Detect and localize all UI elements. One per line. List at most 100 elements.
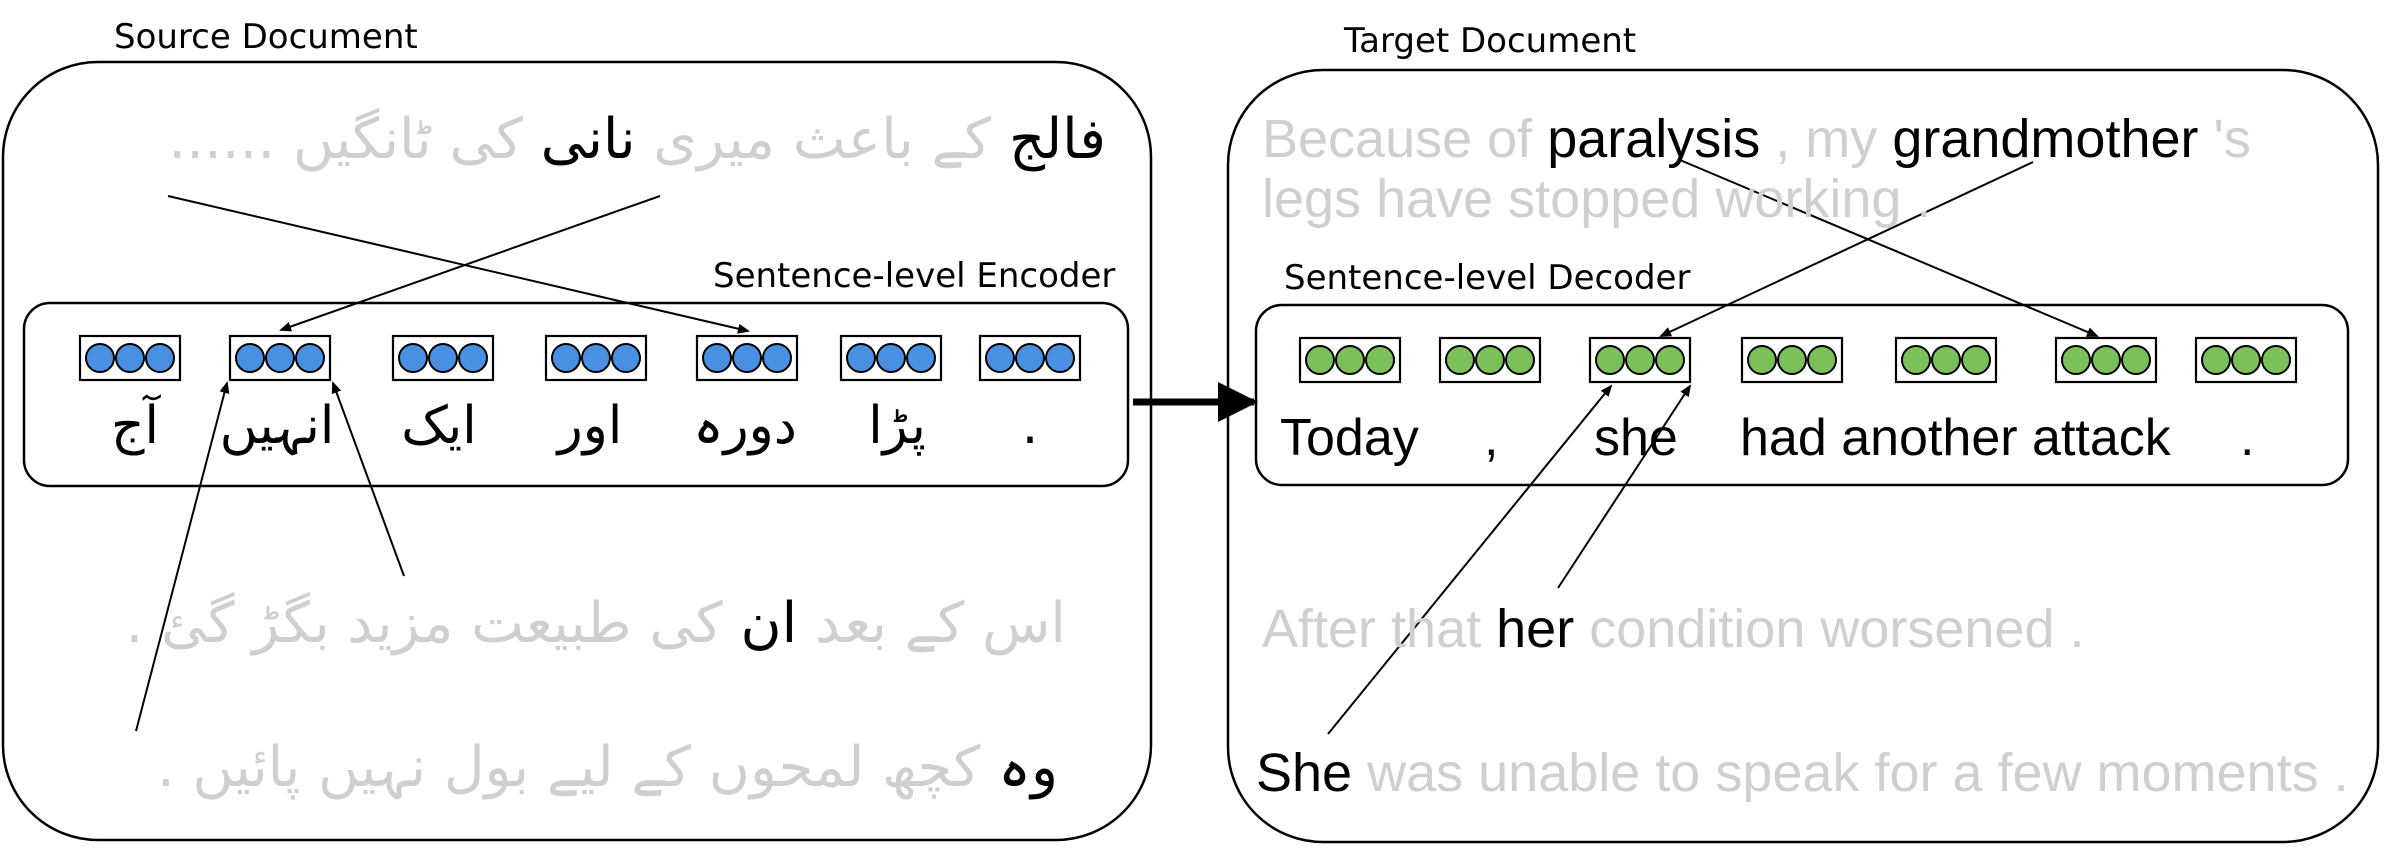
decoder-node-neuron — [2121, 345, 2151, 375]
decoder-node-neuron — [1475, 345, 1505, 375]
source-sentence-4: وہ کچھ لمحوں کے لیے بول نہیں پائیں . — [157, 740, 1058, 796]
target-token: she — [1594, 409, 1678, 467]
encoder-node-neuron — [85, 343, 115, 373]
encoder-node-neuron — [235, 343, 265, 373]
decoder-node-neuron — [1305, 345, 1335, 375]
source-token: ایک — [401, 396, 477, 456]
arrow-her-to-she — [1557, 384, 1692, 589]
encoder-title: Sentence-level Encoder — [713, 256, 1116, 296]
decoder-title: Sentence-level Decoder — [1284, 258, 1691, 298]
target-sentence-1-cont: legs have stopped working . — [1262, 169, 1932, 229]
source-document-title: Source Document — [114, 17, 418, 57]
source-ghost-3b: کی طبیعت مزید بگڑ گئ . — [125, 591, 723, 656]
target-token: had another attack — [1740, 409, 2171, 467]
encoder-node-neuron — [265, 343, 295, 373]
encoder-node-neuron — [846, 343, 876, 373]
decoder-node-groups — [1298, 336, 2298, 384]
decoder-node-neuron — [1655, 345, 1685, 375]
encoder-node — [391, 334, 495, 382]
target-token: , — [1484, 409, 1499, 467]
target-ghost-1c: 's — [2213, 109, 2251, 169]
encoder-node-neuron — [115, 343, 145, 373]
source-token: انہیں — [219, 396, 335, 456]
target-document-title: Target Document — [1344, 21, 1637, 61]
source-word-woh: وہ — [998, 735, 1058, 800]
arrow-paralysis-to-decoder — [1679, 159, 2099, 337]
arrow-She-to-she — [1327, 384, 1613, 735]
target-document-box — [1226, 68, 2380, 844]
target-ghost-4: was unable to speak for a few moments . — [1367, 743, 2349, 803]
encoder-node-neuron — [295, 343, 325, 373]
target-ghost-1b: , my — [1775, 109, 1878, 169]
source-word-paralysis: فالج — [1008, 107, 1106, 172]
decoder-node-neuron — [2231, 345, 2261, 375]
encoder-node — [228, 334, 332, 382]
decoder-node — [1588, 336, 1692, 384]
decoder-node-neuron — [1961, 345, 1991, 375]
decoder-node-neuron — [1335, 345, 1365, 375]
encoder-node-neuron — [732, 343, 762, 373]
source-sentence-1: فالج کے باعث میری نانی کی ٹانگیں ...... — [168, 112, 1106, 168]
source-ghost-1b: کی ٹانگیں ...... — [168, 107, 523, 172]
source-token: . — [1021, 396, 1039, 456]
source-sentence-3: اس کے بعد ان کی طبیعت مزید بگڑ گئ . — [126, 596, 1066, 652]
encoder-node-neuron — [398, 343, 428, 373]
encoder-node-neuron — [762, 343, 792, 373]
target-token: Today — [1280, 409, 1419, 467]
encoder-node — [544, 334, 648, 382]
decoder-node-neuron — [1777, 345, 1807, 375]
target-ghost-3b: condition worsened . — [1589, 599, 2085, 659]
source-ghost-3a: اس کے بعد — [815, 591, 1066, 656]
decoder-node-neuron — [2261, 345, 2291, 375]
arrow-grandmother-to-decoder — [1659, 161, 2034, 337]
decoder-node-neuron — [1747, 345, 1777, 375]
decoder-node-neuron — [1807, 345, 1837, 375]
decoder-node-neuron — [1365, 345, 1395, 375]
target-word-her: her — [1496, 599, 1575, 659]
source-token: پڑا — [868, 396, 926, 456]
encoder-node-neuron — [1045, 343, 1075, 373]
source-word-un: ان — [740, 591, 798, 656]
encoder-node-neuron — [1015, 343, 1045, 373]
target-word-grandmother: grandmother — [1892, 109, 2199, 169]
target-ghost-1a: Because of — [1262, 109, 1533, 169]
target-word-She: She — [1256, 743, 1353, 803]
decoder-node — [1438, 336, 1542, 384]
arrow-nani-to-node — [279, 195, 661, 332]
source-token: آج — [110, 396, 159, 456]
target-sentence-4: She was unable to speak for a few moment… — [1256, 746, 2349, 800]
target-sentence-3: After that her condition worsened . — [1262, 602, 2085, 656]
encoder-node-neuron — [611, 343, 641, 373]
encoder-node — [695, 334, 799, 382]
arrow-un-to-token — [331, 381, 405, 577]
decoder-node-neuron — [2061, 345, 2091, 375]
target-token: . — [2240, 409, 2255, 467]
source-ghost-1a: کے باعث میری — [653, 107, 992, 172]
encoder-node-neuron — [551, 343, 581, 373]
encoder-node — [78, 334, 182, 382]
decoder-node-neuron — [1595, 345, 1625, 375]
decoder-node-neuron — [2201, 345, 2231, 375]
encoder-node — [839, 334, 943, 382]
decoder-node-neuron — [1625, 345, 1655, 375]
decoder-node-neuron — [1505, 345, 1535, 375]
encoder-node-neuron — [985, 343, 1015, 373]
encoder-node-neuron — [876, 343, 906, 373]
source-word-nani: نانی — [540, 107, 636, 172]
encoder-node-neuron — [145, 343, 175, 373]
source-document-box — [1, 60, 1153, 842]
decoder-node — [2194, 336, 2298, 384]
source-token: اور — [557, 396, 623, 456]
encoder-box — [22, 301, 1130, 488]
decoder-node — [1298, 336, 1402, 384]
target-word-paralysis: paralysis — [1547, 109, 1761, 169]
decoder-node-neuron — [1931, 345, 1961, 375]
target-ghost-3a: After that — [1262, 599, 1482, 659]
source-token: دورہ — [693, 396, 797, 456]
encoder-node-neuron — [906, 343, 936, 373]
encoder-node-neuron — [581, 343, 611, 373]
encoder-node-neuron — [458, 343, 488, 373]
decoder-node — [1740, 336, 1844, 384]
encoder-node-groups — [78, 334, 1082, 382]
